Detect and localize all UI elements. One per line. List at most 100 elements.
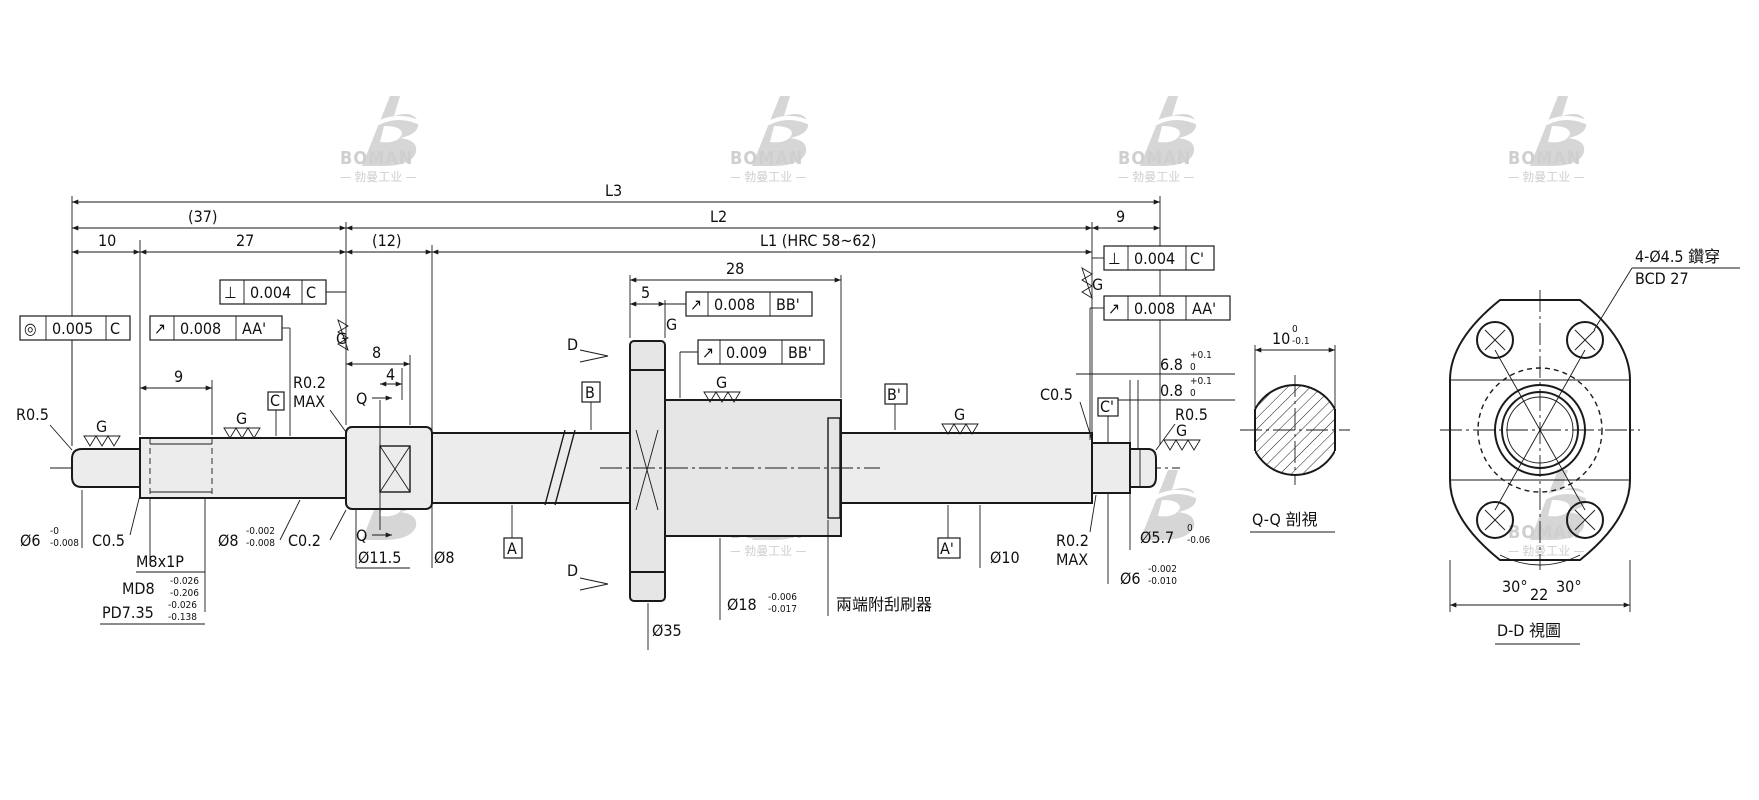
phi6b-tol-up: -0.002 [1148,564,1177,575]
d68-tol-up: +0.1 [1190,350,1212,361]
tol-6-val: 0.004 [1134,249,1175,268]
tol-2-val: 0.008 [180,319,221,338]
section-qq: 10 0 -0.1 Q-Q 剖視 [1240,324,1350,533]
dim-28: 28 [726,259,744,278]
label-MAX-left: MAX [293,392,325,411]
phi57-tol-up: 0 [1187,523,1193,534]
label-08: 0.8 [1160,381,1183,400]
label-phi57: Ø5.7 [1140,528,1174,547]
label-holes: 4-Ø4.5 鑽穿 [1635,247,1720,266]
view-dd: 30° 30° 22 D-D 視圖 4-Ø4.5 鑽穿 BCD 27 [1440,247,1740,645]
watermark-sub: — 勃曼工业 — [730,170,807,184]
label-wiper: 兩端附刮刷器 [836,595,932,614]
tolerance-frames: ◎ 0.005 C ↗ 0.008 AA' ⊥ 0.004 C ↗ 0.008 … [19,245,1231,446]
label-C05-left: C0.5 [92,531,125,550]
label-phi6-right: Ø6 [1120,569,1140,588]
watermark-sub: — 勃曼工业 — [340,170,417,184]
tol-4-ref: BB' [776,295,800,314]
label-M8x1P: M8x1P [136,552,184,571]
dim-5: 5 [641,283,650,302]
label-22: 22 [1530,585,1548,604]
dim-4: 4 [386,365,395,384]
tol-1-sym: ◎ [24,319,37,338]
label-R02-right: R0.2 [1056,531,1089,550]
finish-g: G [1092,275,1103,294]
phi57-tol-lo: -0.06 [1187,535,1211,546]
label-MAX-right: MAX [1056,550,1088,569]
watermark-sub: — 勃曼工业 — [1118,170,1195,184]
PD735-tol-up: -0.026 [168,600,197,611]
label-phi8: Ø8 [434,548,454,567]
label-phi10: Ø10 [990,548,1020,567]
label-PD735: PD7.35 [102,603,154,622]
phi6b-tol-lo: -0.010 [1148,576,1177,587]
tol-5-ref: BB' [788,343,812,362]
ball-nut [600,340,880,602]
MD8-tol-lo: -0.206 [170,588,199,599]
datum-Ap: A' [940,539,954,558]
tol-7-ref: AA' [1192,299,1216,318]
tol-3-val: 0.004 [250,283,291,302]
d08-tol-up: +0.1 [1190,376,1212,387]
label-68: 6.8 [1160,355,1183,374]
watermark-sub: — 勃曼工业 — [1508,170,1585,184]
finish-g: G [716,373,727,392]
tol-1-ref: C [110,319,120,338]
MD8-tol-up: -0.026 [170,576,199,587]
tol-5-sym: ↗ [702,343,714,362]
dim-37: (37) [188,207,218,226]
finish-g: G [236,409,247,428]
phi18-tol-lo: -0.017 [768,604,797,615]
watermark-sub: — 勃曼工业 — [730,544,807,558]
label-R02-left: R0.2 [293,373,326,392]
dd-title: D-D 視圖 [1497,621,1561,640]
d10q-tol-lo: -0.1 [1292,336,1310,347]
label-qq-10: 10 [1272,329,1290,348]
dim-8: 8 [372,343,381,362]
datum-labels: C B B' A A' C' [267,381,1119,559]
dim-L3: L3 [605,181,622,200]
phi18-tol-up: -0.006 [768,592,797,603]
d10q-tol-up: 0 [1292,324,1298,335]
datum-Bp: B' [887,385,901,404]
label-R05-right: R0.5 [1175,405,1208,424]
phi8-tol-up: -0.002 [246,526,275,537]
d68-tol-lo: 0 [1190,362,1196,373]
section-d-bottom: D [567,561,578,580]
label-MD8: MD8 [122,579,155,598]
left-journal [71,448,141,488]
label-phi35: Ø35 [652,621,682,640]
qq-title: Q-Q 剖視 [1252,510,1317,529]
finish-g: G [1176,421,1187,440]
watermark-sub: — 勃曼工业 — [1508,544,1585,558]
label-phi6: Ø6 [20,531,40,550]
finish-g: G [96,417,107,436]
label-phi115: Ø11.5 [358,548,401,567]
tol-2-sym: ↗ [154,319,166,338]
label-phi18: Ø18 [727,595,757,614]
dim-10: 10 [98,231,116,250]
tol-4-val: 0.008 [714,295,755,314]
surface-finish-marks: G G G G G G G G [83,266,1201,451]
section-d-top: D [567,335,578,354]
dim-L1: L1 (HRC 58~62) [760,231,876,250]
tol-6-sym: ⊥ [1108,249,1121,268]
watermark-brand: BOMAN [340,148,413,169]
datum-C: C [270,391,280,410]
tol-3-sym: ⊥ [224,283,237,302]
label-C02: C0.2 [288,531,321,550]
label-phi8-tol: Ø8 [218,531,238,550]
dim-9: 9 [174,367,183,386]
label-C05-right: C0.5 [1040,385,1073,404]
phi6-tol-lo: -0.008 [50,538,79,549]
finish-g: G [666,315,677,334]
section-q-top: Q [356,389,367,408]
tol-4-sym: ↗ [690,295,702,314]
bearing-collar [345,426,433,510]
d08-tol-lo: 0 [1190,388,1196,399]
tol-1-val: 0.005 [52,319,93,338]
datum-Cp: C' [1100,397,1114,416]
section-q-bottom: Q [356,526,367,545]
phi6-tol-up: -0 [50,526,59,537]
